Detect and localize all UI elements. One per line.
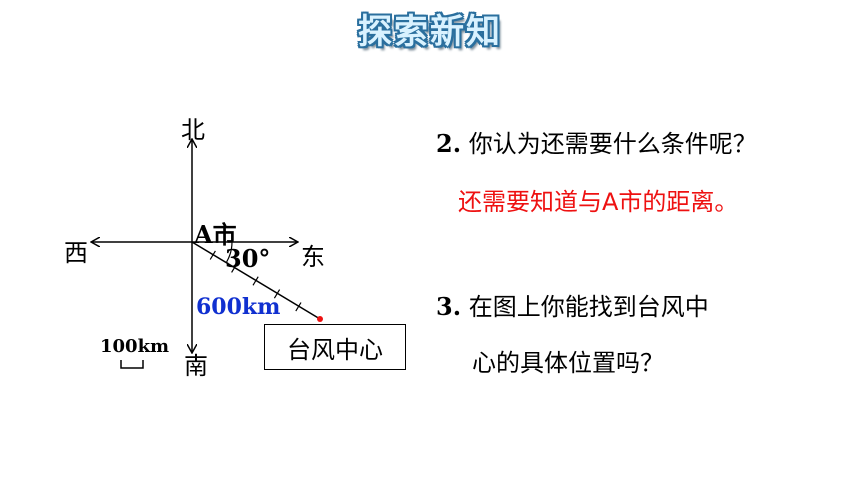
question-3-line-1: 在图上你能找到台风中: [468, 293, 709, 321]
typhoon-center-box: 台风中心: [264, 324, 406, 370]
angle-label: 30°: [225, 244, 271, 273]
west-label: 西: [64, 239, 88, 267]
question-2-number: 2.: [436, 129, 462, 158]
page-title: 探索新知: [358, 12, 502, 52]
north-label: 北: [181, 116, 205, 144]
question-3-number: 3.: [436, 292, 462, 321]
typhoon-center-point: [317, 316, 323, 322]
question-3-line-2: 心的具体位置吗？: [472, 349, 664, 377]
east-label: 东: [301, 243, 325, 271]
distance-label: 600km: [196, 294, 281, 320]
scale-bar: [120, 360, 144, 369]
question-2-text: 你认为还需要什么条件呢？: [468, 130, 757, 158]
question-2-answer: 还需要知道与A市的距离。: [458, 188, 739, 216]
scale-ticks: [209, 250, 302, 312]
question-2: 2. 你认为还需要什么条件呢？: [436, 124, 757, 159]
city-label: A市: [194, 220, 237, 249]
question-3: 3. 在图上你能找到台风中: [436, 287, 709, 322]
south-label: 南: [184, 352, 208, 380]
scale-label: 100km: [100, 336, 170, 357]
